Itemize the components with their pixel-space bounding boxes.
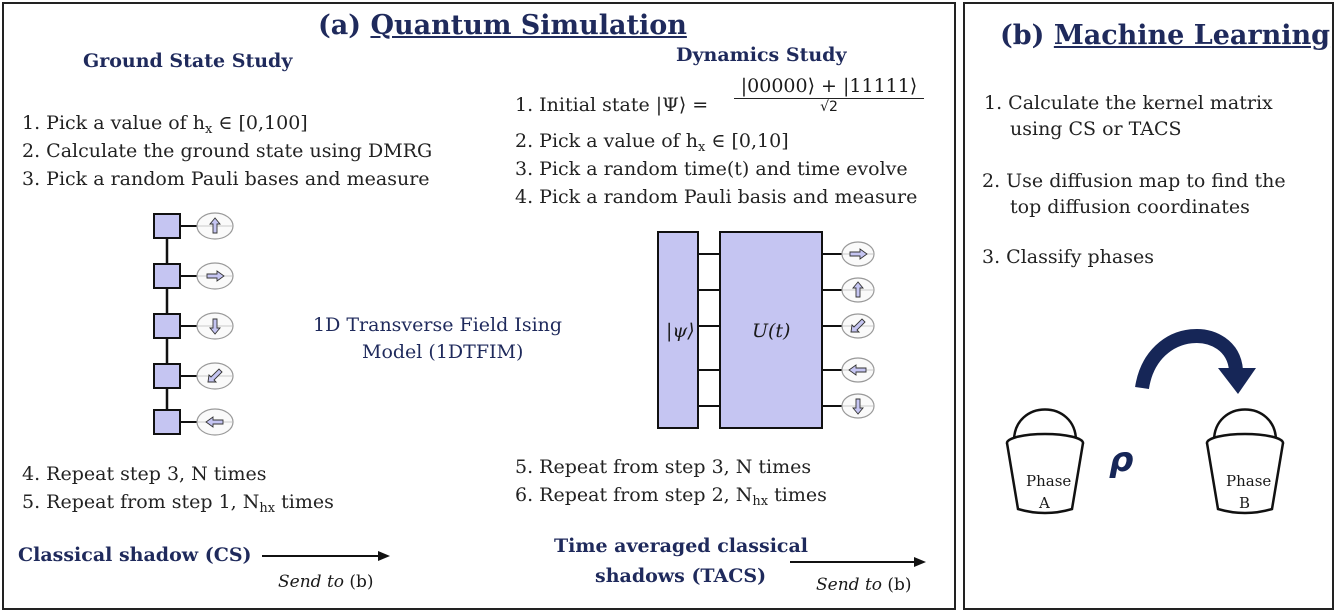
- quantum-circuit-diagram: [657, 231, 875, 429]
- tacs-send-to-italic: Send to: [816, 575, 883, 595]
- dynamics-step-2-tail: ∈ [0,10]: [705, 130, 789, 152]
- dynamics-step-1: 1. Initial state |Ψ⟩ =: [515, 94, 709, 116]
- panel-b-title-main: Machine Learning: [1053, 20, 1331, 51]
- unitary-label: U(t): [752, 320, 791, 342]
- bucket-a-icon: [1005, 408, 1085, 515]
- mps-site-1: [153, 212, 234, 240]
- mps-site-3: [153, 312, 234, 340]
- ml-step-2-line-2: top diffusion coordinates: [1010, 196, 1250, 218]
- down-arrow-icon: [196, 312, 234, 340]
- bucket-a-label-line-2: A: [1039, 494, 1050, 512]
- dynamics-step-1-fraction: |00000⟩ + |11111⟩ √2: [734, 75, 924, 115]
- cs-send-arrow: [262, 551, 390, 561]
- fraction-numerator: |00000⟩ + |11111⟩: [734, 75, 924, 99]
- dynamics-step-4: 4. Pick a random Pauli basis and measure: [515, 186, 918, 208]
- psi-label: |ψ⟩: [666, 320, 695, 342]
- up-arrow-icon: [841, 277, 875, 303]
- panel-b-title: (b) Machine Learning: [1000, 20, 1330, 51]
- left-arrow-icon: [196, 408, 234, 436]
- panel-a-title: (a) Quantum Simulation: [318, 10, 687, 41]
- up-arrow-icon: [196, 212, 234, 240]
- classical-shadow-label: Classical shadow (CS): [18, 544, 252, 566]
- ground-step-5: 5. Repeat from step 1, Nhx times: [22, 491, 334, 516]
- diag-arrow-icon: [196, 362, 234, 390]
- dynamics-step-2-text: 2. Pick a value of h: [515, 130, 698, 152]
- left-arrow-icon: [841, 357, 875, 383]
- dynamics-step-2-sub: x: [698, 140, 706, 155]
- dynamics-step-6: 6. Repeat from step 2, Nhx times: [515, 484, 827, 509]
- ground-step-1: 1. Pick a value of hx ∈ [0,100]: [22, 112, 308, 137]
- dynamics-step-5: 5. Repeat from step 3, N times: [515, 456, 812, 478]
- fraction-denominator: √2: [820, 99, 838, 115]
- tacs-label-line-2: shadows (TACS): [595, 565, 767, 587]
- ground-step-5-sub: hx: [259, 501, 276, 516]
- ground-step-1-tail: ∈ [0,100]: [212, 112, 308, 134]
- ground-step-5-text: 5. Repeat from step 1, N: [22, 491, 260, 513]
- mps-site-5: [153, 408, 234, 436]
- tacs-send-to-target: (b): [882, 575, 912, 595]
- dynamics-step-6-sub: hx: [752, 494, 769, 509]
- ground-step-4: 4. Repeat step 3, N times: [22, 463, 267, 485]
- cs-send-to-target: (b): [344, 572, 374, 592]
- transfer-arrow: [1135, 329, 1256, 394]
- rho-symbol: ρ: [1109, 440, 1134, 480]
- ml-step-2-line-1: 2. Use diffusion map to find the: [982, 170, 1286, 192]
- unitary-block: [719, 231, 823, 429]
- circuit-wires: [698, 253, 842, 407]
- bucket-a-label-line-1: Phase: [1026, 472, 1072, 490]
- panel-a-title-prefix: (a): [318, 10, 371, 41]
- dynamics-step-6-tail: times: [768, 484, 827, 506]
- bucket-b-icon: [1205, 408, 1285, 515]
- mps-chain-diagram: [153, 212, 234, 436]
- ground-state-heading: Ground State Study: [83, 50, 293, 72]
- dynamics-step-2: 2. Pick a value of hx ∈ [0,10]: [515, 130, 789, 155]
- ground-step-5-tail: times: [275, 491, 334, 513]
- mps-site-2: [153, 262, 234, 290]
- diag-arrow-icon: [841, 313, 875, 339]
- mps-site-4: [153, 362, 234, 390]
- tacs-send-arrow: [790, 557, 926, 567]
- ml-step-1-line-2: using CS or TACS: [1010, 118, 1182, 140]
- down-arrow-icon: [841, 393, 875, 419]
- cs-send-to-italic: Send to: [278, 572, 345, 592]
- psi-block: [657, 231, 699, 429]
- panel-a-title-main: Quantum Simulation: [370, 10, 687, 41]
- right-arrow-icon: [841, 241, 875, 267]
- ground-step-1-sub: x: [205, 122, 213, 137]
- model-label-line-2: Model (1DTFIM): [362, 341, 524, 363]
- bucket-b-label-line-2: B: [1239, 494, 1251, 512]
- ground-step-1-text: 1. Pick a value of h: [22, 112, 205, 134]
- ml-step-3: 3. Classify phases: [982, 246, 1154, 268]
- ml-step-1-line-1: 1. Calculate the kernel matrix: [984, 92, 1273, 114]
- right-arrow-icon: [196, 262, 234, 290]
- dynamics-step-6-text: 6. Repeat from step 2, N: [515, 484, 753, 506]
- model-label-line-1: 1D Transverse Field Ising: [313, 314, 563, 336]
- tacs-label-line-1: Time averaged classical: [554, 535, 809, 557]
- dynamics-step-3: 3. Pick a random time(t) and time evolve: [515, 158, 908, 180]
- cs-send-to: Send to (b): [278, 572, 374, 592]
- bucket-b-label-line-1: Phase: [1226, 472, 1272, 490]
- ground-step-3: 3. Pick a random Pauli bases and measure: [22, 168, 430, 190]
- panel-b-title-prefix: (b): [1000, 20, 1054, 51]
- dynamics-heading: Dynamics Study: [676, 44, 847, 66]
- tacs-send-to: Send to (b): [816, 575, 912, 595]
- ground-step-2: 2. Calculate the ground state using DMRG: [22, 140, 433, 162]
